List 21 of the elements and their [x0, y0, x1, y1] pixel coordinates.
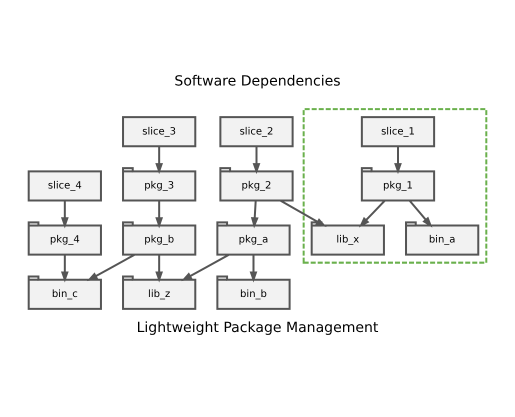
- arrow: [155, 146, 164, 174]
- arrow: [408, 199, 432, 228]
- node-box: slice_2: [219, 116, 294, 147]
- arrow: [155, 200, 164, 228]
- arrow: [86, 253, 135, 281]
- arrow: [358, 199, 386, 227]
- arrow: [252, 146, 260, 174]
- arrow: [250, 200, 259, 228]
- arrow: [394, 146, 402, 174]
- cluster: [302, 108, 488, 264]
- diagram-title: Software Dependencies: [174, 72, 341, 89]
- arrow: [181, 253, 230, 281]
- arrow: [155, 254, 164, 282]
- arrow: [60, 200, 69, 228]
- arrow: [60, 254, 69, 282]
- node-box: slice_1: [360, 116, 436, 147]
- caption: Lightweight Package Management: [136, 320, 378, 336]
- arrow: [280, 199, 327, 226]
- node-box: slice_4: [28, 170, 102, 201]
- arrow: [250, 254, 258, 282]
- node-box: slice_3: [122, 116, 196, 147]
